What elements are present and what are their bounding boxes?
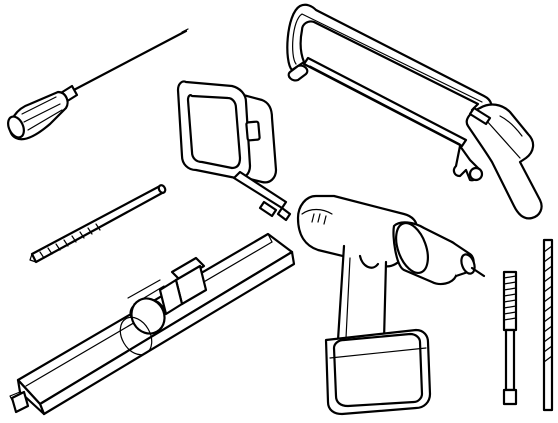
cordless-drill-icon xyxy=(296,194,486,416)
spirit-level-icon xyxy=(9,232,296,416)
long-drill-bit-icon xyxy=(542,238,554,412)
screwdriver-icon xyxy=(7,28,189,141)
hacksaw-icon xyxy=(286,3,543,220)
tap-icon xyxy=(502,270,518,406)
drill-bit-icon xyxy=(29,184,167,264)
tape-measure-icon xyxy=(176,80,292,222)
